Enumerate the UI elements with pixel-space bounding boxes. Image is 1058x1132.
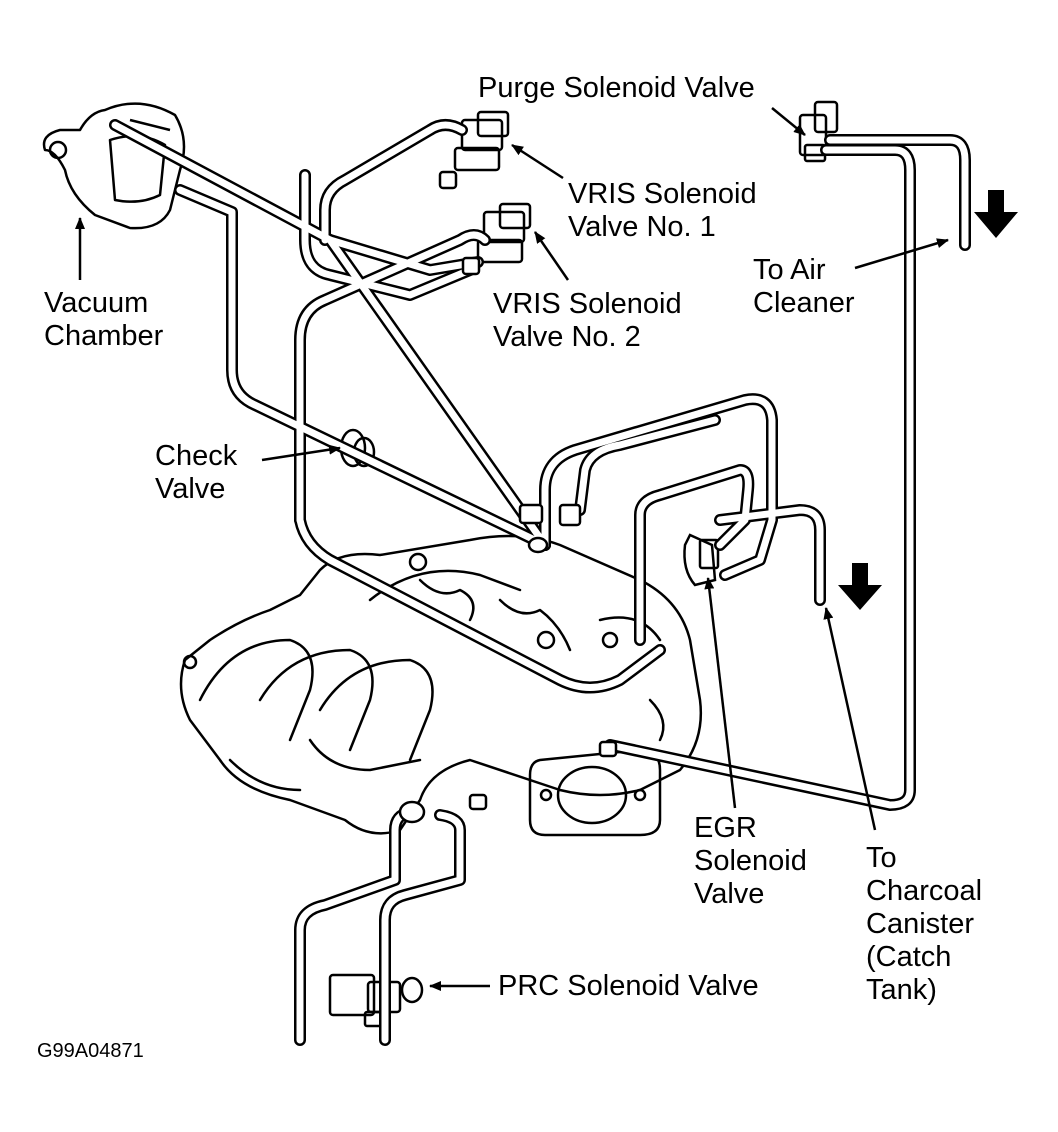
vris-solenoid-valve-1-label-line-1: VRIS Solenoid (568, 178, 757, 210)
vacuum-chamber-label-line-1: Vacuum (44, 287, 149, 319)
to-charcoal-canister-label-line-4: (Catch (866, 941, 952, 973)
check-valve-label-line-2: Valve (155, 473, 226, 505)
egr-solenoid-valve-label-line-1: EGR (694, 812, 757, 844)
vris-solenoid-valve-1-body (453, 110, 510, 172)
vris-solenoid-valve-2-label-line-1: VRIS Solenoid (493, 288, 682, 320)
to-air-cleaner-label-line-1: To Air (753, 254, 826, 286)
check-valve-label: Check Valve (155, 440, 237, 506)
flow-arrow-to-charcoal-canister (838, 563, 882, 610)
vacuum-chamber-label: Vacuum Chamber (44, 287, 163, 353)
vacuum-chamber (42, 102, 186, 230)
prc-solenoid-valve-label: PRC Solenoid Valve (498, 970, 759, 1003)
to-air-cleaner-label-line-2: Cleaner (753, 287, 855, 319)
vris-solenoid-valve-1-label-line-2: Valve No. 1 (568, 211, 716, 243)
throttle-body (528, 748, 662, 837)
intake-manifold (179, 534, 702, 835)
egr-solenoid-valve-label-line-2: Solenoid (694, 845, 807, 877)
to-charcoal-canister-label: To Charcoal Canister (Catch Tank) (866, 842, 982, 1007)
purge-solenoid-valve-label-line: Purge Solenoid Valve (478, 72, 755, 104)
vris-solenoid-valve-1-label: VRIS Solenoid Valve No. 1 (568, 178, 757, 244)
check-valve-label-line-1: Check (155, 440, 238, 472)
vacuum-hoses (109, 119, 971, 1046)
to-charcoal-canister-label-line-2: Charcoal (866, 875, 983, 907)
egr-solenoid-valve-body (683, 533, 720, 587)
egr-solenoid-valve-label: EGR Solenoid Valve (694, 812, 807, 911)
to-charcoal-canister-label-line-1: To (866, 842, 897, 874)
purge-solenoid-valve-label: Purge Solenoid Valve (478, 72, 755, 105)
vacuum-chamber-label-line-2: Chamber (44, 320, 164, 352)
prc-solenoid-valve-label-line: PRC Solenoid Valve (498, 970, 759, 1002)
figure-code: G99A04871 (37, 1040, 144, 1062)
prc-solenoid-valve-body (328, 973, 424, 1028)
flow-arrow-to-air-cleaner (974, 190, 1018, 238)
to-charcoal-canister-label-line-5: Tank) (866, 974, 937, 1006)
vris-solenoid-valve-2-label: VRIS Solenoid Valve No. 2 (493, 288, 682, 354)
leader-lines (75, 107, 949, 991)
vris-solenoid-valve-2-body (476, 202, 532, 264)
to-air-cleaner-label: To Air Cleaner (753, 254, 855, 320)
egr-solenoid-valve-label-line-3: Valve (694, 878, 765, 910)
to-charcoal-canister-label-line-3: Canister (866, 908, 974, 940)
vris-solenoid-valve-2-label-line-2: Valve No. 2 (493, 321, 641, 353)
